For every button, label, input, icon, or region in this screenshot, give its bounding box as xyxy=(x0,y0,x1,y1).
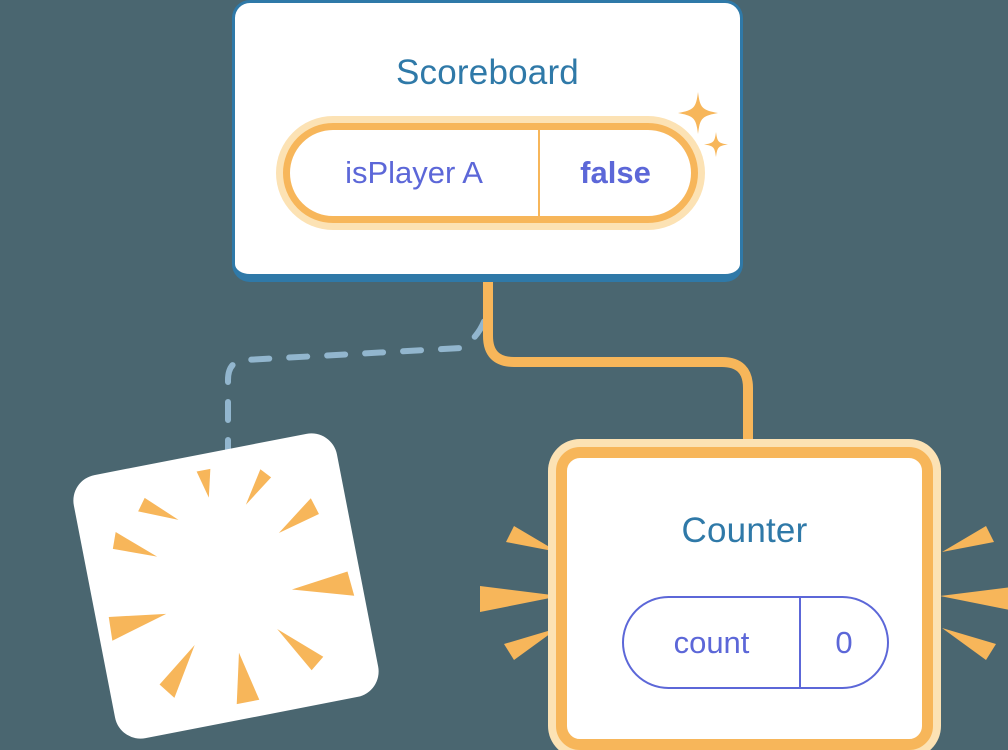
counter-card[interactable]: Counter count 0 xyxy=(556,447,933,750)
scoreboard-state-pill[interactable]: isPlayer A false xyxy=(283,123,698,223)
scoreboard-card[interactable]: Scoreboard isPlayer A false xyxy=(232,0,743,282)
counter-title: Counter xyxy=(681,511,808,550)
connector-scoreboard-to-counter xyxy=(483,282,753,470)
scoreboard-state-key: isPlayer A xyxy=(290,130,540,216)
scoreboard-title: Scoreboard xyxy=(396,53,579,92)
counter-state-pill[interactable]: count 0 xyxy=(622,596,889,689)
burst-square[interactable] xyxy=(68,428,384,744)
counter-state-value: 0 xyxy=(835,624,853,660)
scoreboard-state-value: false xyxy=(580,155,651,190)
counter-state-key: count xyxy=(624,598,801,687)
counter-left-rays-icon xyxy=(480,526,560,660)
burst-rays-icon xyxy=(108,468,355,705)
sparkle-icon xyxy=(678,92,728,157)
counter-right-rays-icon xyxy=(940,526,1008,660)
